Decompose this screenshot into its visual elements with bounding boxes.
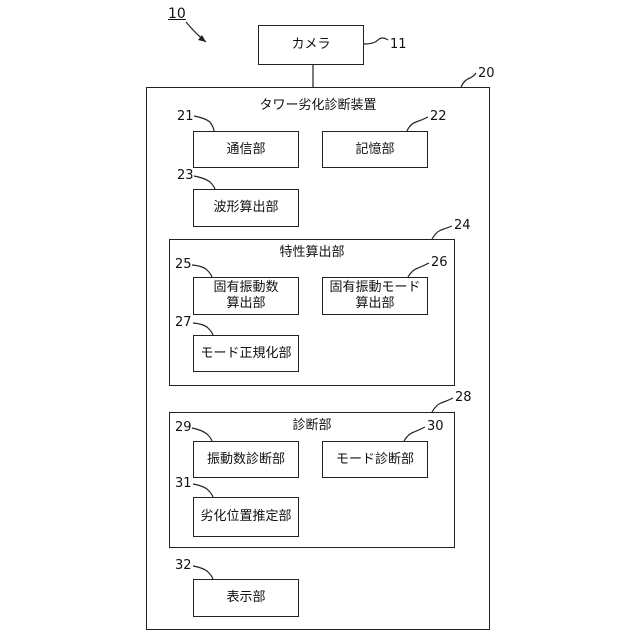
freq-diag-ref: 29 [175,420,192,435]
freq-diag-box: 振動数診断部 [193,441,299,478]
mode-normalize-box: モード正規化部 [193,335,299,372]
position-est-box: 劣化位置推定部 [193,497,299,537]
characteristic-title: 特性算出部 [169,245,455,261]
natural-freq-box: 固有振動数 算出部 [193,277,299,315]
communication-box: 通信部 [193,131,299,168]
natural-mode-box: 固有振動モード 算出部 [322,277,428,315]
storage-ref: 22 [430,109,447,124]
mode-diag-box: モード診断部 [322,441,428,478]
leader-20 [461,73,476,87]
storage-box: 記憶部 [322,131,428,168]
display-box: 表示部 [193,579,299,617]
camera-ref: 11 [390,37,407,52]
waveform-ref: 23 [177,168,194,183]
mode-diag-ref: 30 [427,419,444,434]
waveform-box: 波形算出部 [193,189,299,227]
diagnosis-ref: 28 [455,390,472,405]
device-ref: 20 [478,66,495,81]
camera-box: カメラ [258,25,364,65]
communication-ref: 21 [177,109,194,124]
system-ref: 10 [168,6,186,22]
natural-freq-ref: 25 [175,257,192,272]
position-est-ref: 31 [175,476,192,491]
leader-11 [364,38,388,44]
diagnosis-title: 診断部 [169,418,455,434]
characteristic-ref: 24 [454,218,471,233]
display-ref: 32 [175,558,192,573]
mode-normalize-ref: 27 [175,315,192,330]
natural-mode-ref: 26 [431,255,448,270]
